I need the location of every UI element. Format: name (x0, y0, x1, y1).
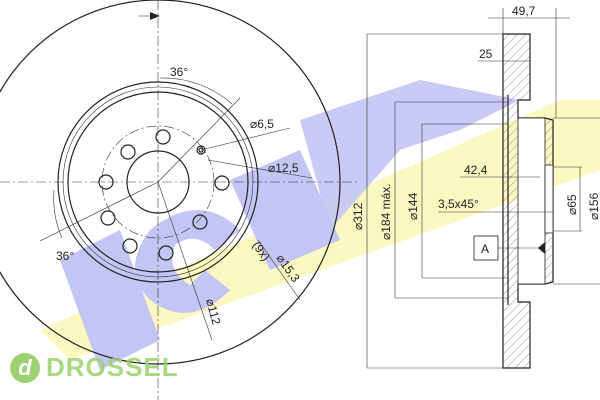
chamfer-label: 3,5x45° (438, 197, 479, 211)
drossel-logo-icon: d (10, 352, 40, 383)
center-bore-label: ⌀65 (565, 194, 579, 215)
datum-label: A (481, 242, 489, 256)
angle-top-label: 36° (170, 65, 188, 79)
pcd-label: ⌀112 (203, 297, 223, 326)
max-diameter-label: ⌀184 máx. (379, 183, 393, 240)
depth-label: 42,4 (464, 163, 488, 177)
outer-diameter-label: ⌀312 (351, 202, 365, 230)
angle-left-label: 36° (56, 249, 74, 263)
thickness-label: 25 (479, 47, 493, 61)
icer-watermark-logo (40, 80, 600, 370)
datum-box (473, 235, 499, 261)
bolt-holes (98, 129, 230, 261)
drossel-brand: d DROSSEL (10, 352, 179, 383)
brand-name: DROSSEL (46, 352, 179, 382)
diameter-144-label: ⌀144 (406, 192, 420, 220)
section-view (366, 8, 600, 369)
bolt-hole-label: ⌀12,5 (268, 161, 299, 175)
front-view (0, 0, 360, 400)
small-hole-label: ⌀6,5 (250, 117, 274, 131)
overall-height-label: 49,7 (512, 4, 536, 18)
hat-diameter-label: ⌀156 (587, 192, 600, 220)
